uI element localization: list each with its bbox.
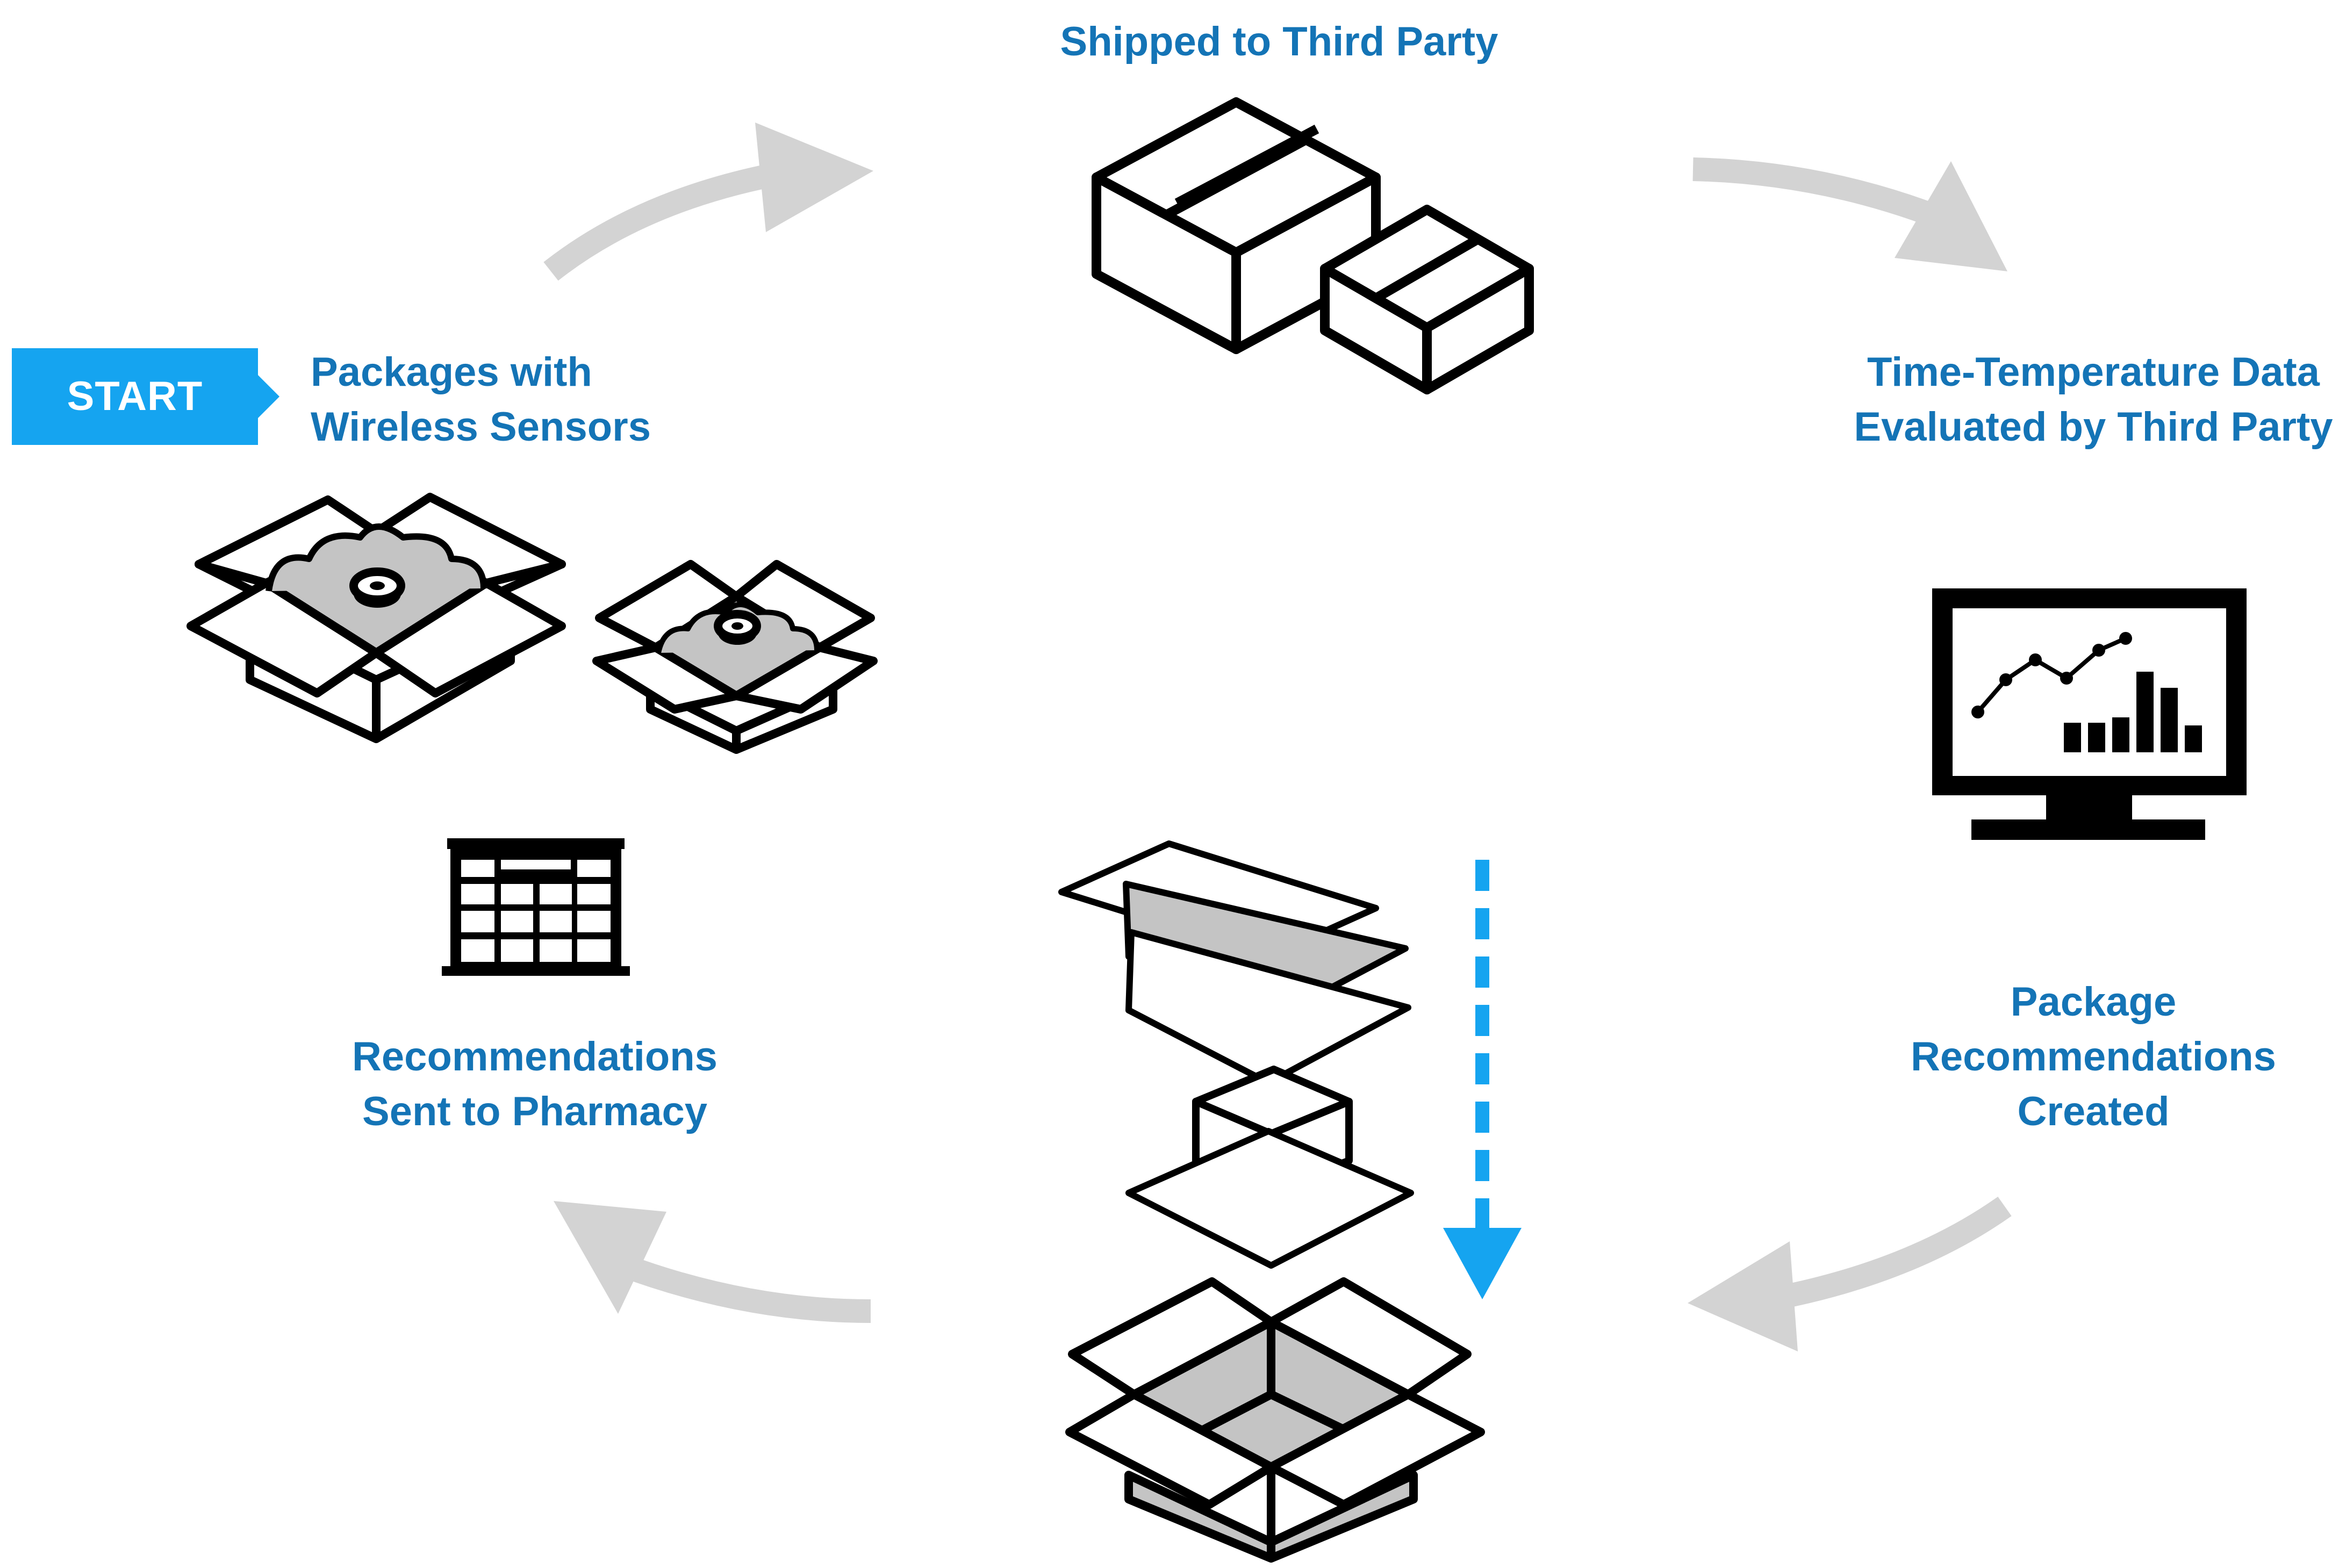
label-line: Time-Temperature Data: [1867, 349, 2320, 395]
closed-box-icon: [1092, 97, 1534, 394]
label-package-recommendations-created: Package Recommendations Created: [1822, 975, 2346, 1139]
open-box-sensor-icon: [186, 493, 878, 754]
cycle-arrow-top-left: [543, 123, 873, 281]
open-box-bottom-icon: [1065, 1277, 1485, 1563]
cycle-arrow-bottom-right: [1688, 1197, 2012, 1351]
start-badge: START: [12, 348, 279, 445]
cycle-arrow-bottom-left: [554, 1201, 871, 1323]
label-line: Package: [2010, 979, 2177, 1025]
label-time-temperature-evaluated: Time-Temperature Data Evaluated by Third…: [1822, 345, 2346, 455]
monitor-chart-icon: [1932, 588, 2247, 840]
label-line: Recommendations: [1911, 1034, 2276, 1080]
label-line: Created: [2017, 1089, 2170, 1134]
cycle-arrow-top-right: [1692, 157, 2007, 271]
label-shipped-to-third-party: Shipped to Third Party: [1010, 15, 1548, 69]
label-line: Wireless Sensors: [311, 404, 651, 450]
label-line: Shipped to Third Party: [1060, 19, 1498, 64]
label-line: Sent to Pharmacy: [362, 1089, 707, 1134]
label-recommendations-sent-to-pharmacy: Recommendations Sent to Pharmacy: [263, 1030, 806, 1139]
dashed-down-arrow: [1443, 860, 1522, 1299]
pharmacy-building-icon: [442, 838, 630, 976]
label-line: Packages with: [311, 349, 592, 395]
layered-packaging-icon: [1058, 840, 1414, 1269]
label-line: Evaluated by Third Party: [1854, 404, 2333, 450]
label-packages-with-wireless-sensors: Packages with Wireless Sensors: [311, 345, 651, 455]
label-line: Recommendations: [352, 1034, 718, 1080]
